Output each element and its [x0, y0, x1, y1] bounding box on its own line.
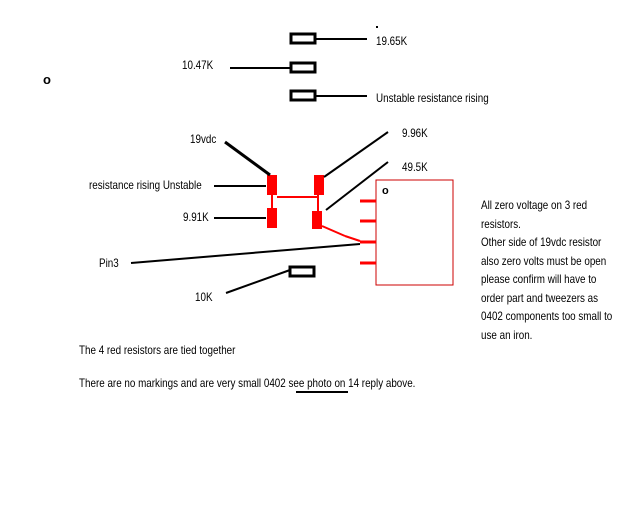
resistor-unstable-top [289, 89, 317, 102]
note-markings-pre: There are no markings and are very small… [79, 376, 289, 390]
red-resistor-9-91k [267, 208, 277, 228]
corner-mark: o [43, 72, 51, 87]
label-9-91k: 9.91K [183, 210, 209, 224]
leader-19vdc [224, 140, 271, 177]
leader-pin3 [130, 243, 361, 264]
note-markings-post: reply above. [359, 376, 416, 390]
leader-49-5k [325, 161, 389, 211]
red-trace-to-chip [321, 225, 346, 237]
label-49-5k: 49.5K [402, 160, 428, 174]
leader-9-96k [323, 131, 389, 178]
label-10-47k: 10.47K [182, 58, 214, 72]
resistor-19-65k [289, 32, 317, 45]
label-10k: 10K [195, 290, 213, 304]
note-markings: There are no markings and are very small… [79, 376, 415, 390]
chip-pin1-mark: o [382, 185, 389, 197]
red-trace-to-pin [344, 235, 361, 242]
label-unstable-top: Unstable resistance rising [376, 91, 489, 105]
label-9-96k: 9.96K [402, 126, 428, 140]
note-tied-together: The 4 red resistors are tied together [79, 343, 236, 357]
red-resistor-19vdc [267, 175, 277, 195]
label-19vdc: 19vdc [190, 132, 217, 146]
side-note: All zero voltage on 3 red resistors. Oth… [481, 196, 620, 344]
label-19-65k: 19.65K [376, 34, 408, 48]
resistor-10-47k [289, 61, 317, 74]
resistor-10k [288, 265, 316, 278]
leader-10k [225, 269, 291, 294]
red-resistor-49-5k [312, 211, 322, 229]
red-resistor-9-96k [314, 175, 324, 195]
chip-body [375, 179, 454, 286]
stray-dot [376, 26, 378, 28]
photo-reference-link[interactable]: see photo on 14 [288, 376, 360, 390]
side-note-text: All zero voltage on 3 red resistors. Oth… [481, 198, 613, 342]
label-pin3: Pin3 [99, 256, 119, 270]
label-left-unstable: resistance rising Unstable [89, 178, 202, 192]
